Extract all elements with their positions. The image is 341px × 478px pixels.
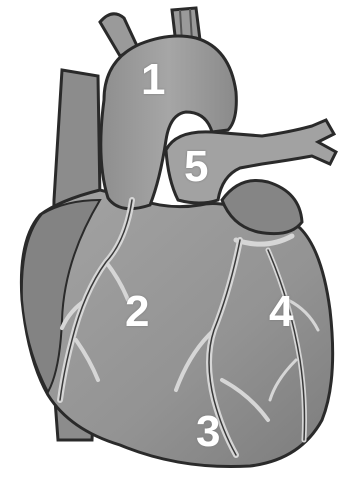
- label-1: 1: [141, 58, 165, 102]
- label-4: 4: [269, 290, 293, 334]
- label-3: 3: [196, 410, 220, 454]
- label-5: 5: [184, 145, 208, 189]
- label-2: 2: [125, 290, 149, 334]
